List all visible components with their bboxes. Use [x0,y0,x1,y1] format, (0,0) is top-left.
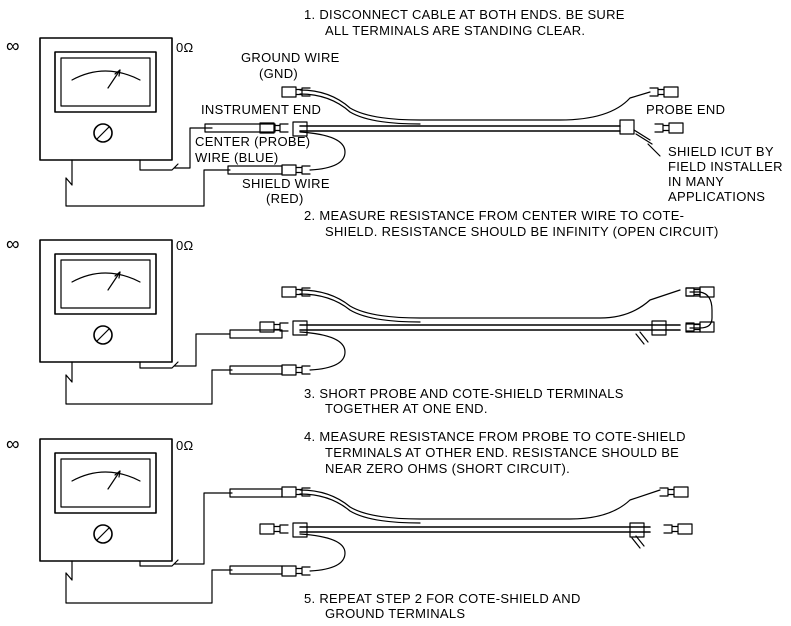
step-3-line-1: 3. SHORT PROBE AND COTE-SHIELD TERMINALS [304,386,624,401]
shield-wire-label: SHIELD WIRE [242,176,330,191]
step-5-line-1: 5. REPEAT STEP 2 FOR COTE-SHIELD AND [304,591,581,606]
step-2-line-2: SHIELD. RESISTANCE SHOULD BE INFINITY (O… [325,224,719,239]
step-4-line-2: TERMINALS AT OTHER END. RESISTANCE SHOUL… [325,445,679,460]
shield-cut-label-3: IN MANY [668,174,724,189]
instrument-end-label: INSTRUMENT END [201,102,321,117]
step-1-line-2: ALL TERMINALS ARE STANDING CLEAR. [325,23,585,38]
step-5-line-2: GROUND TERMINALS [325,606,465,621]
section-2: ∞ 0Ω 3. SHORT PROBE AND COTE-SHIELD TERM… [6,234,715,476]
probe-end-label: PROBE END [646,102,725,117]
ground-wire-label-2: (GND) [259,66,298,81]
ground-wire-label: GROUND WIRE [241,50,340,65]
coax-cable [299,125,621,132]
infinity-symbol: ∞ [6,434,20,455]
infinity-symbol: ∞ [6,234,20,255]
step-3-line-2: TOGETHER AT ONE END. [325,401,488,416]
shield-cut-label-2: FIELD INSTALLER [668,159,783,174]
shield-wire [299,131,346,171]
meter-lead-bottom [65,159,231,207]
zero-ohm-symbol: 0Ω [176,40,194,55]
section-1: ∞ 0Ω 1. DISCONNECT CABLE AT BOTH ENDS. B… [6,7,783,239]
shield-wire-label-2: (RED) [266,191,304,206]
zero-ohm-symbol: 0Ω [176,438,194,453]
shield-cut-label: SHIELD ICUT BY [668,144,774,159]
center-wire-label: CENTER (PROBE) [195,134,310,149]
step-4-line-1: 4. MEASURE RESISTANCE FROM PROBE TO COTE… [304,429,686,444]
section-3: ∞ 0Ω 5. REPEAT STEP 2 FOR COTE-SHIELD AN… [6,434,693,621]
ohmmeter-icon [39,239,173,363]
ohmmeter-icon [39,37,173,161]
ground-wire [299,89,651,121]
zero-ohm-symbol: 0Ω [176,238,194,253]
meter-lead-top [139,127,213,171]
step-1-line-1: 1. DISCONNECT CABLE AT BOTH ENDS. BE SUR… [304,7,625,22]
step-2-line-1: 2. MEASURE RESISTANCE FROM CENTER WIRE T… [304,208,684,223]
step-4-line-3: NEAR ZERO OHMS (SHORT CIRCUIT). [325,461,570,476]
center-wire-label-2: WIRE (BLUE) [195,150,278,165]
infinity-symbol: ∞ [6,36,20,57]
ohmmeter-icon [39,438,173,562]
shield-cut-label-4: APPLICATIONS [668,189,765,204]
